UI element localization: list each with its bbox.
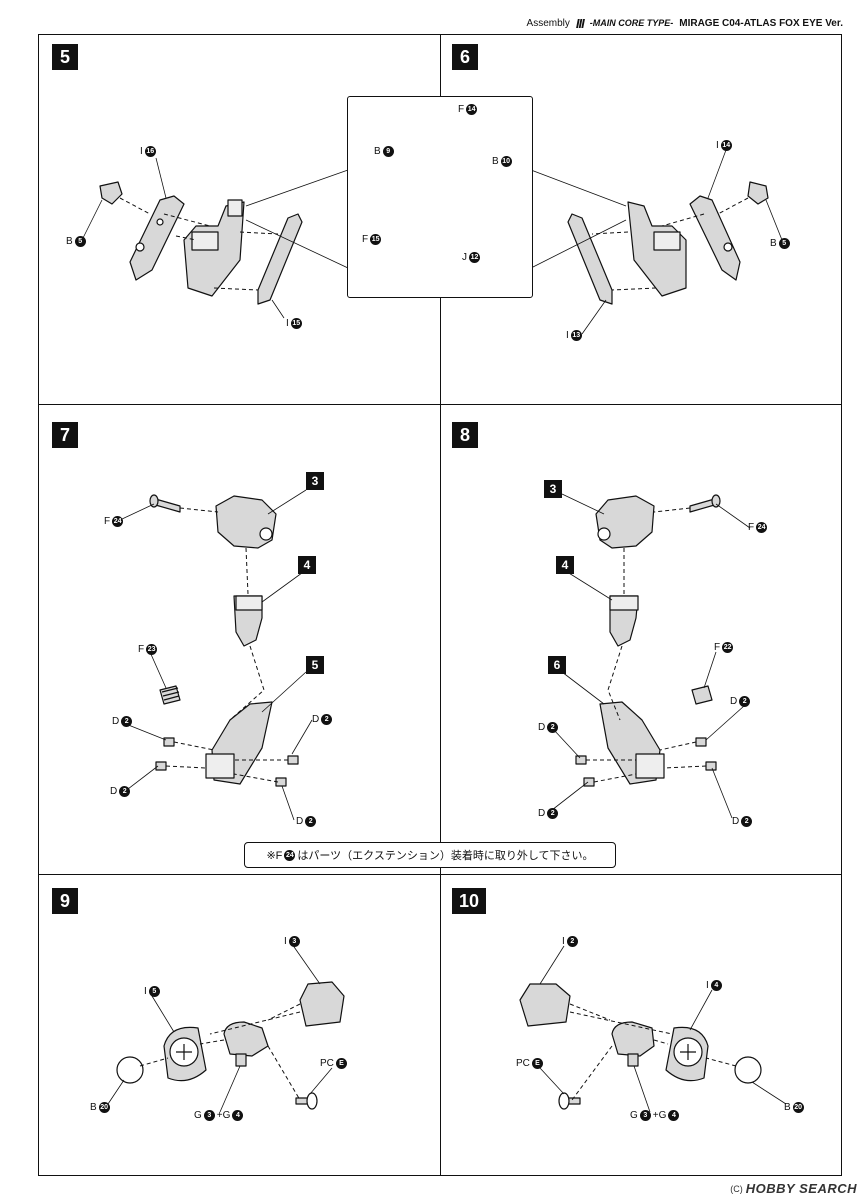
divider-vertical-middle	[440, 404, 441, 874]
step9-part-b20	[116, 1056, 144, 1084]
step8-d2-b	[705, 761, 717, 771]
step8-sub-6: 6	[548, 656, 566, 674]
step5-part-core	[183, 199, 245, 297]
step7-sub-5: 5	[306, 656, 324, 674]
note-text: はパーツ（エクステンション）装着時に取り外して下さい。	[297, 850, 594, 862]
detail-inset-box	[347, 96, 533, 298]
step7-d2-c	[287, 755, 299, 765]
step9-part-pc	[295, 1092, 318, 1110]
roman-numeral: III	[575, 15, 585, 31]
step10-part-i2	[519, 983, 571, 1027]
assembly-guides	[119, 197, 749, 1101]
step-10-badge: 10	[452, 888, 486, 914]
step6-part-core	[627, 201, 687, 297]
step-7-badge: 7	[52, 422, 78, 448]
assembly-label: Assembly	[526, 17, 570, 29]
step9-part-g	[223, 1021, 269, 1067]
step9-part-i3	[299, 981, 345, 1027]
step8-part-f22	[691, 685, 713, 705]
series-label: -MAIN CORE TYPE-	[589, 18, 674, 28]
page-header: Assembly III -MAIN CORE TYPE- MIRAGE C04…	[0, 14, 843, 32]
step7-sub-3: 3	[306, 472, 324, 490]
note-part-number: 24	[284, 849, 296, 861]
step6-part-i14	[689, 195, 741, 281]
step5-part-i15	[257, 213, 303, 305]
step6-part-b5	[747, 181, 769, 205]
step8-part-3	[595, 495, 655, 549]
step7-part-f23	[159, 685, 181, 705]
divider-horizontal-1	[38, 404, 842, 405]
step7-part-5	[205, 701, 273, 785]
leader-lines	[81, 149, 787, 1113]
step7-pin-f24	[149, 494, 181, 513]
watermark-brand: HOBBY SEARCH	[745, 1181, 857, 1196]
product-title: MIRAGE C04-ATLAS FOX EYE Ver.	[679, 17, 843, 29]
removal-note: ※F 24 はパーツ（エクステンション）装着時に取り外して下さい。	[244, 842, 616, 868]
step7-part-4	[233, 595, 263, 647]
step9-part-i5	[163, 1026, 207, 1082]
step-8-badge: 8	[452, 422, 478, 448]
step-5-badge: 5	[52, 44, 78, 70]
step7-sub-4: 4	[298, 556, 316, 574]
step6-part-i13	[567, 213, 613, 305]
step7-part-3	[215, 495, 277, 549]
step10-part-pc	[558, 1092, 581, 1110]
hobby-search-watermark: (C) HOBBY SEARCH	[730, 1181, 857, 1196]
divider-vertical-bottom	[440, 874, 441, 1176]
step8-d2-d	[583, 777, 595, 787]
step-9-badge: 9	[52, 888, 78, 914]
step10-part-i4	[665, 1026, 709, 1082]
watermark-copyright: (C)	[730, 1183, 743, 1194]
step8-part-6	[599, 701, 665, 785]
step8-d2-a	[695, 737, 707, 747]
note-prefix: ※F	[266, 849, 283, 862]
divider-horizontal-2	[38, 874, 842, 875]
step8-sub-4: 4	[556, 556, 574, 574]
step10-part-b20	[734, 1056, 762, 1084]
step7-d2-a	[163, 737, 175, 747]
step8-d2-c	[575, 755, 587, 765]
step8-sub-3: 3	[544, 480, 562, 498]
step5-part-b5	[99, 181, 123, 205]
step-6-badge: 6	[452, 44, 478, 70]
step10-part-g	[611, 1021, 655, 1067]
step5-part-i16	[129, 195, 185, 281]
step8-part-4	[609, 595, 639, 647]
step8-pin-f24	[689, 494, 721, 513]
